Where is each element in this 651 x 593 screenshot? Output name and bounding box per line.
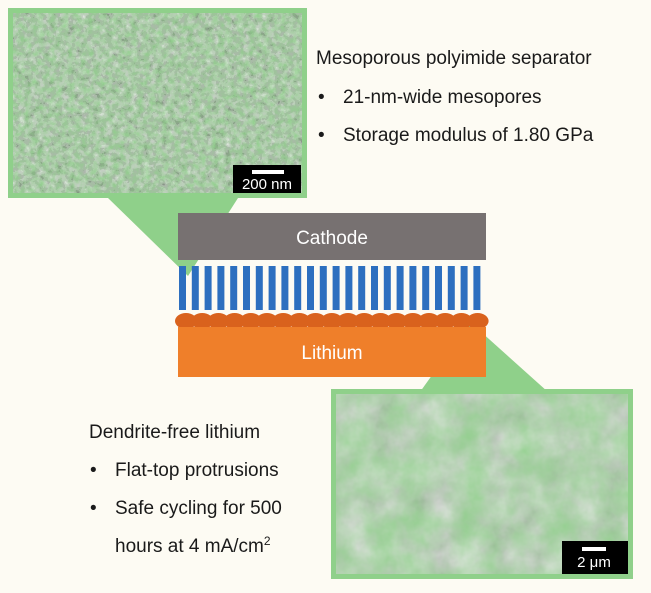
lithium-protrusion — [320, 313, 343, 329]
lithium-protrusion — [256, 313, 278, 329]
lithium-protrusion — [434, 313, 457, 329]
separator-layer — [179, 266, 481, 310]
separator-stripe — [255, 266, 263, 310]
sem-image-separator: 200 nm — [8, 8, 307, 198]
separator-stripe — [332, 266, 340, 310]
separator-stripe — [447, 266, 455, 310]
separator-stripe — [371, 266, 378, 310]
bullet-glyph: • — [318, 87, 325, 108]
separator-stripe — [281, 266, 289, 310]
separator-stripe — [191, 266, 199, 310]
separator-stripe — [230, 266, 238, 310]
separator-heading: Mesoporous polyimide separator — [316, 48, 592, 69]
lithium-label: Lithium — [301, 343, 362, 364]
lithium-protrusion — [466, 313, 489, 329]
separator-bullet-2: Storage modulus of 1.80 GPa — [343, 125, 594, 146]
separator-stripe — [435, 266, 442, 310]
lithium-protrusion — [223, 313, 246, 329]
current-density-exponent: 2 — [263, 534, 271, 548]
separator-stripe — [217, 266, 225, 310]
separator-stripe — [243, 266, 250, 310]
separator-stripe — [396, 266, 404, 310]
separator-stripe — [358, 266, 366, 310]
separator-stripe — [460, 266, 468, 310]
separator-stripe — [383, 266, 391, 310]
separator-bullet-1: 21-nm-wide mesopores — [343, 87, 542, 108]
lithium-protrusion — [418, 313, 440, 329]
scale-bar-bottom — [582, 547, 606, 551]
bullet-glyph: • — [90, 498, 97, 519]
separator-stripe — [204, 266, 212, 310]
lithium-protrusion — [175, 313, 197, 329]
lithium-protrusion — [337, 313, 359, 329]
lithium-protrusion — [401, 313, 424, 329]
separator-stripe — [409, 266, 417, 310]
cathode-label: Cathode — [296, 228, 368, 249]
separator-stripe — [473, 266, 481, 310]
separator-stripe — [307, 266, 314, 310]
lithium-heading: Dendrite-free lithium — [89, 422, 261, 443]
separator-stripe — [294, 266, 302, 310]
lithium-layer: Lithium — [178, 327, 486, 377]
bullet-glyph: • — [318, 125, 325, 146]
scale-bar-label-bottom: 2 μm — [577, 554, 611, 571]
scale-bar-box-top — [233, 165, 301, 193]
separator-stripe — [345, 266, 353, 310]
lithium-protrusion — [304, 313, 327, 329]
sem-image-lithium: 2 μm — [331, 389, 633, 579]
lithium-protrusion — [191, 313, 214, 329]
lithium-protrusion — [369, 313, 392, 329]
bullet-glyph: • — [90, 460, 97, 481]
separator-stripe — [268, 266, 276, 310]
scale-bar-box-bottom — [562, 541, 628, 574]
separator-stripe — [179, 266, 186, 310]
lithium-bullet-1: Flat-top protrusions — [115, 460, 279, 481]
lithium-protrusion — [353, 313, 376, 329]
lithium-protrusion — [272, 313, 295, 329]
lithium-bullet-2-continued: hours at 4 mA/cm2 — [115, 535, 271, 556]
separator-stripe — [422, 266, 430, 310]
lithium-protrusion — [288, 313, 311, 329]
separator-stripe — [319, 266, 327, 310]
scale-bar-label-top: 200 nm — [242, 176, 292, 193]
lithium-protrusion — [207, 313, 230, 329]
scale-bar-top — [252, 170, 284, 174]
current-density-text: hours at 4 mA/cm — [115, 536, 264, 557]
lithium-protrusion — [239, 313, 262, 329]
cathode-layer: Cathode — [178, 213, 486, 260]
lithium-protrusion — [385, 313, 408, 329]
lithium-protrusions — [175, 313, 489, 329]
lithium-protrusion — [450, 313, 473, 329]
lithium-bullet-2: Safe cycling for 500 — [115, 498, 282, 519]
